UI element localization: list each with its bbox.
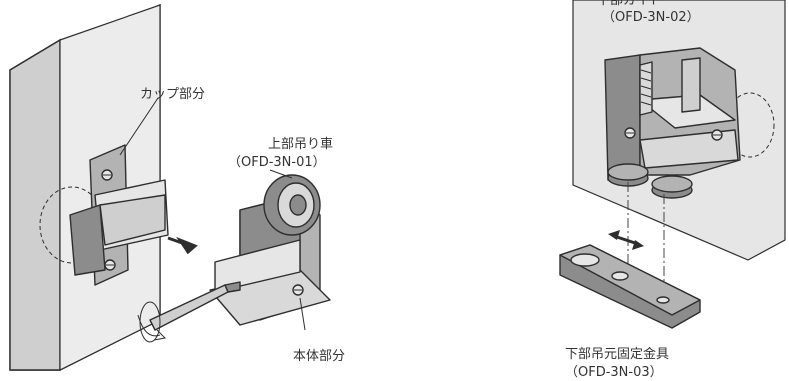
insert-arrow-icon: [167, 236, 198, 255]
label-upper-roller: 上部吊り車: [268, 137, 333, 152]
screwdriver-icon: [137, 281, 241, 343]
slide-arrow-icon: [608, 230, 644, 250]
lower-bracket-part: [559, 244, 701, 329]
label-cup: カップ部分: [140, 87, 205, 102]
label-upper-roller-code: （OFD-3N-01）: [228, 155, 326, 170]
body-screw-icon: [292, 284, 304, 296]
leader-upper-roller: [269, 169, 293, 179]
label-body: 本体部分: [293, 349, 345, 364]
label-lower-guide-code: （OFD-3N-02）: [602, 10, 700, 25]
lower-guide-part: [604, 47, 741, 181]
roller-wheel: [263, 174, 321, 236]
lower-guide-bolt: [639, 61, 653, 116]
lower-guide-rollers: [607, 163, 693, 199]
leader-cup: [119, 97, 159, 156]
label-lower-guide: 下部ガイド: [597, 0, 662, 8]
label-lower-bracket-code: （OFD-3N-03）: [565, 365, 663, 380]
cup-part: [69, 144, 169, 286]
leader-body: [299, 297, 306, 331]
cup-hole-outline-right: [725, 92, 775, 158]
lower-guide-screw-icon: [624, 127, 723, 141]
label-lower-bracket: 下部吊元固定金具: [565, 346, 669, 362]
